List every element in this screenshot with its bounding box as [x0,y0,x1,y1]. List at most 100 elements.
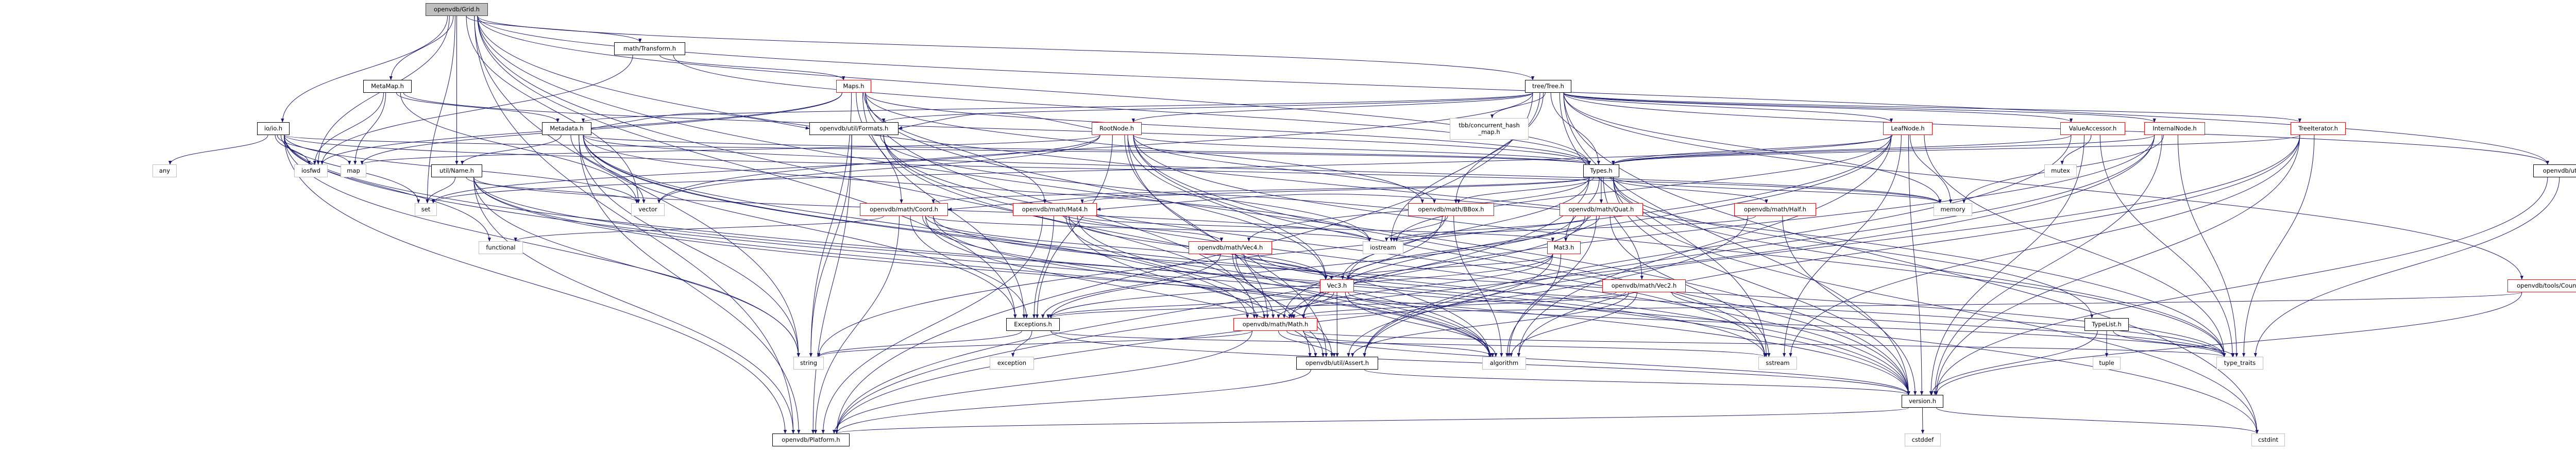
node-type_traits: type_traits [2216,357,2263,370]
node-mat3[interactable]: Mat3.h [1547,241,1581,254]
edge-tree-to-version [1563,92,1910,395]
edge-io-to-map [277,135,351,165]
node-version[interactable]: version.h [1902,395,1943,408]
edge-metadata-to-math [583,135,1249,319]
node-maps[interactable]: Maps.h [836,80,871,93]
edge-internalnode-to-types [1612,135,2155,165]
node-grid[interactable]: openvdb/Grid.h [426,3,488,16]
edge-mat4-to-mat3 [1080,215,1554,242]
node-half[interactable]: openvdb/math/Half.h [1734,203,1816,216]
edge-types-to-vec2 [1603,177,1644,280]
node-internalnode[interactable]: InternalNode.h [2144,122,2205,135]
edge-quat-to-mat4 [1096,194,1560,211]
node-valueaccessor[interactable]: ValueAccessor.h [2060,122,2125,135]
edge-count-to-version [1935,292,2522,395]
edge-maps-to-types [865,92,1591,165]
node-coord[interactable]: openvdb/math/Coord.h [860,203,948,216]
node-math[interactable]: openvdb/math/Math.h [1233,318,1317,331]
edge-tree-to-vector [657,92,1533,204]
edge-name-to-vector [466,177,640,204]
edge-types-to-platform [835,177,1590,434]
node-typelist[interactable]: TypeList.h [2084,318,2129,331]
edge-grid-to-type_traits [477,15,2226,357]
edge-mat4-to-assert [1069,215,1325,357]
node-mutex: mutex [2044,164,2077,177]
edge-internalnode-to-assert [1363,135,2155,357]
node-name[interactable]: util/Name.h [431,164,482,177]
node-vec2[interactable]: openvdb/math/Vec2.h [1602,279,1686,292]
edge-metamap-to-metadata [396,92,560,123]
node-vec3[interactable]: Vec3.h [1320,279,1354,292]
edge-metadata-to-platform [579,135,801,434]
edge-tree-to-bbox [1454,92,1544,204]
edge-typelist-to-version [1930,330,2098,395]
edge-leafnode-to-type_traits [1924,135,2226,357]
edge-coord-to-exceptions [910,215,1028,319]
node-mat4[interactable]: openvdb/math/Mat4.h [1013,203,1097,216]
edge-vec2-to-math [1292,292,1626,319]
edge-math-to-version [1303,330,1910,395]
edge-metadata-to-formats [591,113,810,130]
edge-valueaccessor-to-mutex [2060,135,2092,165]
node-bbox[interactable]: openvdb/math/BBox.h [1408,203,1494,216]
node-platform[interactable]: openvdb/Platform.h [772,434,850,446]
node-formats[interactable]: openvdb/util/Formats.h [809,122,899,135]
edge-leafnode-to-sstream [1782,135,1902,357]
edge-rootnode-to-vec3 [1127,135,1328,280]
node-cstdint: cstdint [2251,434,2285,446]
edge-types-to-coord [931,177,1590,204]
edge-exceptions-to-exception [1011,330,1032,357]
edge-version-to-platform [835,407,1909,434]
edge-transform-to-maps [659,55,845,80]
node-treeiterator[interactable]: TreeIterator.h [2291,122,2346,135]
edge-grid-to-metamap [389,15,454,80]
edge-math-to-assert [1278,330,1336,357]
node-transform[interactable]: math/Transform.h [614,42,685,55]
edge-rootnode-to-version [1133,135,1910,395]
node-vec4[interactable]: openvdb/math/Vec4.h [1189,241,1272,254]
node-tree[interactable]: tree/Tree.h [1525,80,1571,93]
edge-vec4-to-vec3 [1235,254,1333,280]
node-types[interactable]: Types.h [1583,164,1619,177]
edge-treeiterator-to-type_traits [2242,135,2315,357]
node-exceptions[interactable]: Exceptions.h [1006,318,1060,331]
edge-quat-to-exceptions [1049,215,1574,319]
edge-types-to-vec3 [1346,177,1590,280]
node-logging[interactable]: openvdb/util/logging.h [2533,164,2576,177]
edge-formats-to-sstream [883,135,1767,357]
edge-rootnode-to-math [1124,135,1269,319]
edge-io-to-iosfwd [275,135,311,165]
node-assert[interactable]: openvdb/util/Assert.h [1296,357,1378,370]
node-set: set [415,203,437,216]
edge-vec3-to-math [1277,292,1334,319]
node-count[interactable]: openvdb/tools/Count.h [2507,279,2576,292]
edge-treeiterator-to-types [1612,135,2300,165]
node-leafnode[interactable]: LeafNode.h [1883,122,1933,135]
node-metadata[interactable]: Metadata.h [542,122,591,135]
edge-name-to-set [426,177,455,204]
edge-name-to-sstream [473,177,1767,357]
edge-rootnode-to-bbox [1133,135,1436,204]
edge-io-to-functional [284,135,492,242]
edge-leafnode-to-string [817,135,1892,357]
edge-leafnode-to-memory [1909,135,1953,204]
edge-internalnode-to-version [1933,135,2163,395]
edge-vec4-to-exceptions [1041,254,1221,319]
edge-coord-to-vec3 [925,215,1328,280]
node-memory: memory [1934,203,1972,216]
node-quat[interactable]: openvdb/math/Quat.h [1560,203,1643,216]
node-io[interactable]: io/io.h [257,122,290,135]
edge-coord-to-platform [814,215,900,434]
node-metamap[interactable]: MetaMap.h [363,80,412,93]
edge-tree-to-sstream [1559,92,1768,357]
edge-coord-to-algorithm [933,215,1492,357]
edge-types-to-cstdint [1613,177,2259,434]
edge-metadata-to-vector [570,135,646,204]
edge-math-to-platform [832,330,1252,434]
edge-treeiterator-to-algorithm [1517,135,2300,357]
edge-rootnode-to-vector [657,135,1100,204]
edge-metadata-to-exceptions [583,135,1017,319]
edge-metamap-to-types [403,92,1591,165]
node-rootnode[interactable]: RootNode.h [1092,122,1142,135]
edge-count-to-math [1302,292,2522,319]
